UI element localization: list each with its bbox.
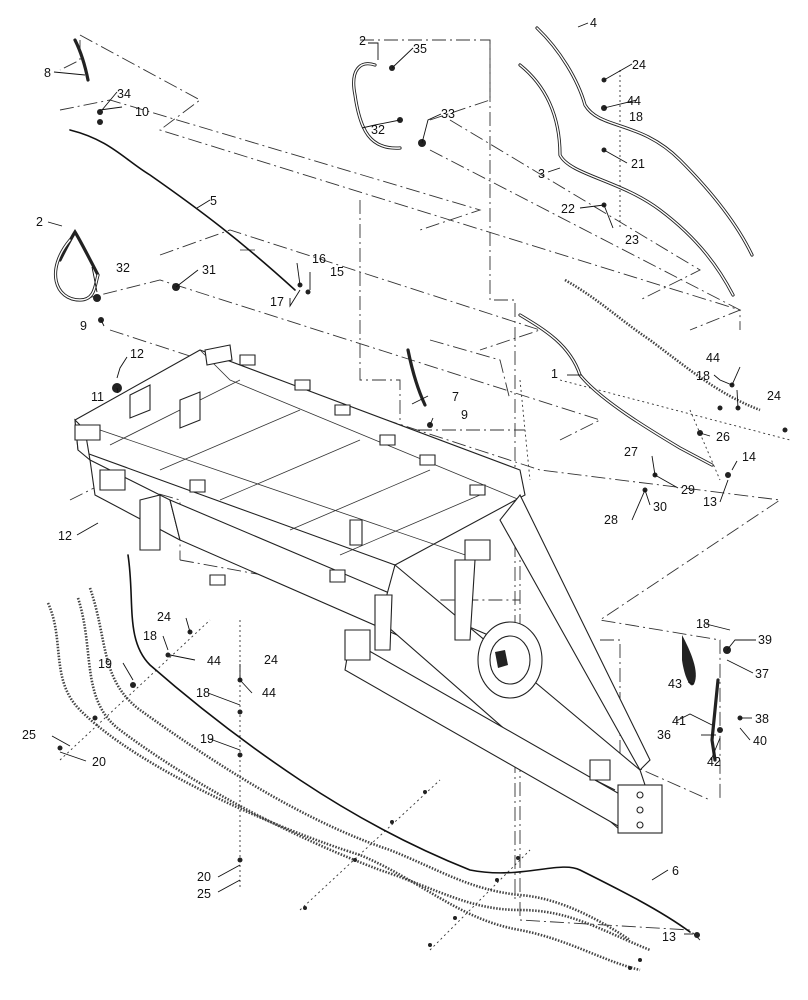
callout-25-left: 25 bbox=[22, 728, 36, 742]
callout-37: 37 bbox=[755, 667, 769, 681]
callout-26: 26 bbox=[716, 430, 730, 444]
callout-13-bottom: 13 bbox=[662, 930, 676, 944]
cables bbox=[69, 129, 691, 933]
leader-lines bbox=[47, 22, 756, 935]
main-frame-assembly bbox=[74, 249, 663, 834]
callout-32-left: 32 bbox=[116, 261, 130, 275]
cable-6 bbox=[127, 554, 691, 933]
callout-44-top: 44 bbox=[627, 94, 641, 108]
callout-29: 29 bbox=[681, 483, 695, 497]
callout-41: 41 bbox=[672, 714, 686, 728]
callout-15: 15 bbox=[330, 265, 344, 279]
callout-13-right: 13 bbox=[703, 495, 717, 509]
callout-9-left: 9 bbox=[80, 319, 87, 333]
callout-12-left: 12 bbox=[58, 529, 72, 543]
callout-32-top: 32 bbox=[371, 123, 385, 137]
hydraulic-hoses bbox=[53, 26, 761, 762]
callout-24-lower-left: 24 bbox=[157, 610, 171, 624]
callout-44-lower-center: 44 bbox=[262, 686, 276, 700]
hose-8 bbox=[73, 38, 90, 82]
callout-3: 3 bbox=[538, 167, 545, 181]
callout-24-top: 24 bbox=[632, 58, 646, 72]
callout-1: 1 bbox=[551, 367, 558, 381]
callout-43: 43 bbox=[668, 677, 682, 691]
callout-6: 6 bbox=[672, 864, 679, 878]
hose-36 bbox=[710, 678, 720, 762]
callout-20-center: 20 bbox=[197, 870, 211, 884]
callout-42: 42 bbox=[707, 755, 721, 769]
callout-19-left: 19 bbox=[98, 657, 112, 671]
callout-44-right: 44 bbox=[706, 351, 720, 365]
callout-5: 5 bbox=[210, 194, 217, 208]
callout-12-top: 12 bbox=[130, 347, 144, 361]
callout-8: 8 bbox=[44, 66, 51, 80]
callout-18-top: 18 bbox=[629, 110, 643, 124]
callout-31: 31 bbox=[202, 263, 216, 277]
lower-braided-hoses bbox=[46, 587, 651, 972]
callout-21: 21 bbox=[631, 157, 645, 171]
callout-24-right: 24 bbox=[767, 389, 781, 403]
hose-7 bbox=[406, 348, 427, 407]
callout-18-lower-center: 18 bbox=[196, 686, 210, 700]
callout-33: 33 bbox=[441, 107, 455, 121]
callout-27: 27 bbox=[624, 445, 638, 459]
hose-2-left bbox=[53, 228, 100, 302]
callout-35: 35 bbox=[413, 42, 427, 56]
callout-34: 34 bbox=[117, 87, 131, 101]
hardware-parts bbox=[57, 65, 788, 970]
callout-2-top: 2 bbox=[359, 34, 366, 48]
callout-14: 14 bbox=[742, 450, 756, 464]
callout-4: 4 bbox=[590, 16, 597, 30]
callout-30: 30 bbox=[653, 500, 667, 514]
callout-23: 23 bbox=[625, 233, 639, 247]
callout-20-left: 20 bbox=[92, 755, 106, 769]
callout-24-lower-center: 24 bbox=[264, 653, 278, 667]
callout-25-center: 25 bbox=[197, 887, 211, 901]
callout-18-right: 18 bbox=[696, 369, 710, 383]
callout-9-center: 9 bbox=[461, 408, 468, 422]
callout-36: 36 bbox=[657, 728, 671, 742]
callout-18-lower-left: 18 bbox=[143, 629, 157, 643]
callout-labels: 1 2 2 3 4 5 6 7 8 9 9 10 11 12 12 13 13 … bbox=[22, 16, 781, 944]
cable-5 bbox=[69, 129, 296, 291]
callout-44-lower-left: 44 bbox=[207, 654, 221, 668]
callout-16: 16 bbox=[312, 252, 326, 266]
callout-38: 38 bbox=[755, 712, 769, 726]
callout-2-left: 2 bbox=[36, 215, 43, 229]
assembly-outline-lines bbox=[59, 34, 791, 951]
hose-1 bbox=[518, 313, 714, 467]
callout-19-center: 19 bbox=[200, 732, 214, 746]
callout-22: 22 bbox=[561, 202, 575, 216]
callout-11: 11 bbox=[91, 390, 104, 404]
callout-18-lower-right: 18 bbox=[696, 617, 710, 631]
callout-28: 28 bbox=[604, 513, 618, 527]
callout-39: 39 bbox=[758, 633, 772, 647]
callout-7: 7 bbox=[452, 390, 459, 404]
callout-17: 17 bbox=[270, 295, 284, 309]
callout-40: 40 bbox=[753, 734, 767, 748]
callout-10: 10 bbox=[135, 105, 149, 119]
